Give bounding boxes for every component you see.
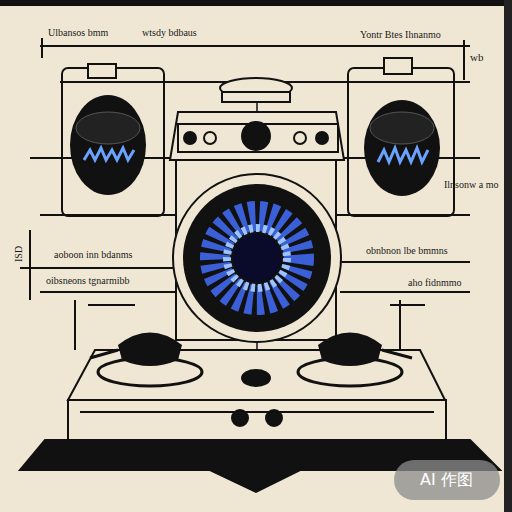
annotation-label: wb [470,52,483,63]
leader-lines [20,38,480,490]
main-burner [173,160,341,342]
annotation-label: ISD [14,246,24,262]
annotation-label: aho fidnmmo [408,278,462,288]
annotation-label: Ulbansos bmm [48,28,108,38]
oven-top [170,78,344,160]
annotation-label: aoboon inn bdanms [54,250,132,260]
annotation-label: Yontr Btes Ihnanmo [360,30,441,40]
annotation-label: oibsneons tgnarmibb [46,276,130,286]
right-edge [504,0,512,512]
annotation-label: wtsdy bdbaus [142,28,197,38]
annotation-label: obnbnon lbe bmmns [366,246,448,256]
watermark-badge [394,460,500,500]
top-edge [0,0,512,6]
watermark: AI 作图 [420,472,473,488]
pans [90,333,412,387]
annotation-label: Ilnsonw a mo [444,180,498,190]
burner-detail-right [348,58,454,216]
burner-detail-left [62,64,164,216]
